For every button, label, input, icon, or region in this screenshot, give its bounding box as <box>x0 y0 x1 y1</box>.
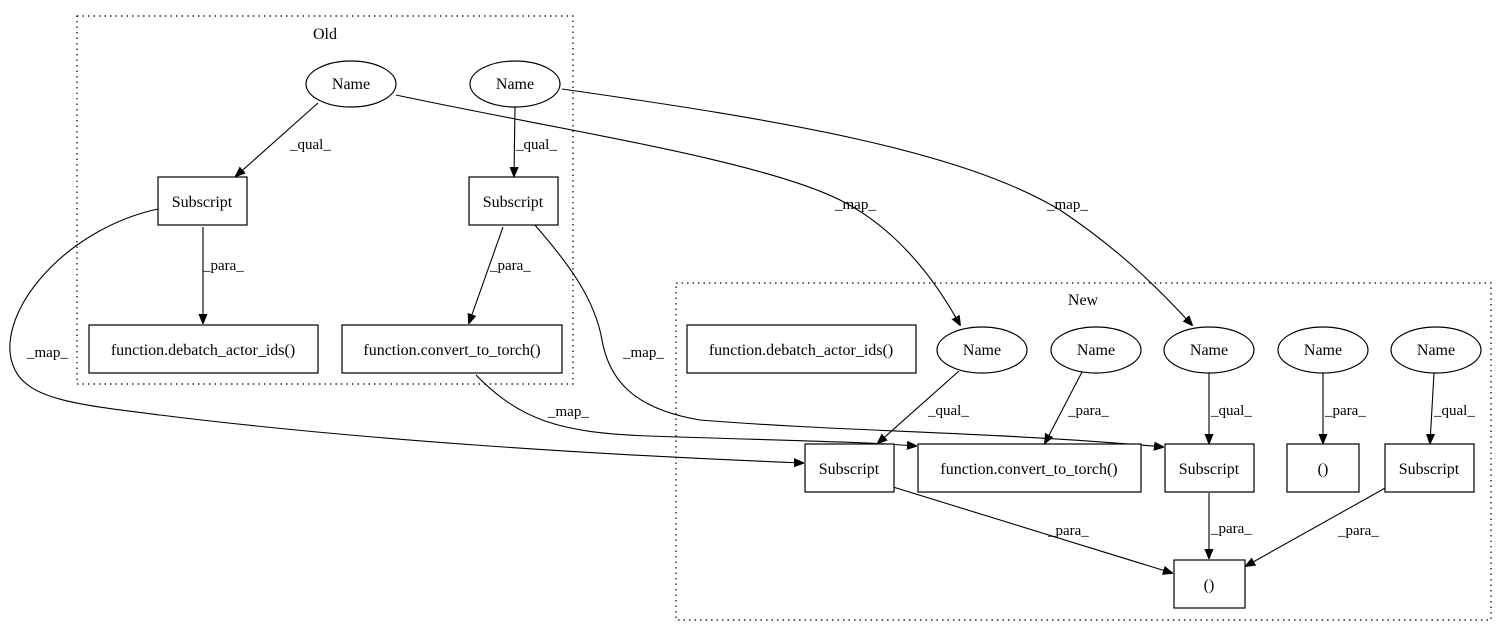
edge-label-para-new-3: _para_ <box>1337 523 1379 539</box>
node-new-subscript-2-label: Subscript <box>1179 461 1240 478</box>
node-old-convert[interactable]: function.convert_to_torch() <box>341 324 563 374</box>
edge-label-para-new-1: _para_ <box>1047 523 1089 539</box>
edge-label-map-name-2: _map_ <box>1046 197 1088 213</box>
node-new-name-3-label: Name <box>1190 342 1228 359</box>
node-new-subscript-3[interactable]: Subscript <box>1384 443 1475 493</box>
edge-label-map-subscript-1: _map_ <box>26 345 68 361</box>
node-new-subscript-1[interactable]: Subscript <box>804 443 895 493</box>
edge-qual-new-1 <box>878 370 960 443</box>
edge-label-qual-old-2: _qual_ <box>515 137 557 153</box>
edge-label-map-name-1: _map_ <box>834 197 876 213</box>
node-new-tuple-1-label: () <box>1318 461 1329 478</box>
node-old-subscript-2[interactable]: Subscript <box>468 176 559 226</box>
node-new-name-1-label: Name <box>963 342 1001 359</box>
edge-label-qual-new-2: _qual_ <box>1210 403 1252 419</box>
node-new-subscript-2[interactable]: Subscript <box>1164 443 1255 493</box>
node-old-debatch[interactable]: function.debatch_actor_ids() <box>88 324 319 374</box>
node-new-subscript-1-label: Subscript <box>819 461 880 478</box>
edge-label-para-old-1: _para_ <box>202 258 244 274</box>
node-old-debatch-label: function.debatch_actor_ids() <box>111 342 295 359</box>
edge-label-qual-new-3: _qual_ <box>1433 403 1475 419</box>
cluster-old: Old <box>76 15 574 385</box>
cluster-new: New <box>675 282 1492 621</box>
node-new-tuple-2-label: () <box>1204 577 1215 594</box>
edge-label-map-convert: _map_ <box>547 404 589 420</box>
edge-para-old-2 <box>469 226 504 323</box>
edge-label-para-new-tuple: _para_ <box>1324 403 1366 419</box>
edge-label-para-new-2: _para_ <box>1210 521 1252 537</box>
edge-map-name-1 <box>395 94 960 325</box>
node-new-name-2[interactable]: Name <box>1050 326 1142 374</box>
node-new-name-5[interactable]: Name <box>1390 326 1482 374</box>
edge-para-new-3 <box>1246 486 1388 566</box>
edge-label-qual-old-1: _qual_ <box>289 137 331 153</box>
node-new-convert-label: function.convert_to_torch() <box>940 461 1117 478</box>
edge-para-new-convert <box>1045 371 1083 443</box>
edge-qual-new-3 <box>1430 372 1434 443</box>
node-new-convert[interactable]: function.convert_to_torch() <box>917 443 1142 493</box>
edge-qual-old-2 <box>514 106 515 176</box>
edge-map-subscript-2 <box>533 223 1163 447</box>
node-old-subscript-2-label: Subscript <box>483 194 544 211</box>
node-new-name-4-label: Name <box>1304 342 1342 359</box>
node-old-subscript-1[interactable]: Subscript <box>157 176 248 226</box>
node-new-name-1[interactable]: Name <box>936 326 1028 374</box>
edge-map-subscript-1 <box>9 208 803 463</box>
cluster-new-label: New <box>1068 292 1099 309</box>
edge-label-map-subscript-2: _map_ <box>622 345 664 361</box>
node-old-subscript-1-label: Subscript <box>172 194 233 211</box>
node-old-name-2-label: Name <box>496 76 534 93</box>
edge-label-qual-new-1: _qual_ <box>927 403 969 419</box>
node-new-tuple-1[interactable]: () <box>1286 443 1360 493</box>
edges: _qual_ _qual_ _para_ _para_ _map_ _map_ … <box>9 88 1475 573</box>
node-new-name-5-label: Name <box>1417 342 1455 359</box>
edge-qual-old-1 <box>236 102 319 176</box>
node-new-debatch[interactable]: function.debatch_actor_ids() <box>686 324 917 374</box>
node-old-name-1[interactable]: Name <box>305 60 397 108</box>
node-old-name-1-label: Name <box>332 76 370 93</box>
edge-para-new-1 <box>892 486 1172 573</box>
node-old-convert-label: function.convert_to_torch() <box>363 342 540 359</box>
cluster-old-label: Old <box>313 26 337 43</box>
edge-label-para-old-2: _para_ <box>489 258 531 274</box>
node-new-subscript-3-label: Subscript <box>1399 461 1460 478</box>
node-new-debatch-label: function.debatch_actor_ids() <box>709 342 893 359</box>
node-new-tuple-2[interactable]: () <box>1173 559 1246 609</box>
edge-map-convert <box>475 374 916 446</box>
node-new-name-3[interactable]: Name <box>1163 326 1255 374</box>
node-new-name-4[interactable]: Name <box>1277 326 1369 374</box>
node-new-name-2-label: Name <box>1077 342 1115 359</box>
edge-label-para-new-convert: _para_ <box>1067 403 1109 419</box>
edge-map-name-2 <box>561 88 1192 325</box>
node-old-name-2[interactable]: Name <box>469 60 561 108</box>
